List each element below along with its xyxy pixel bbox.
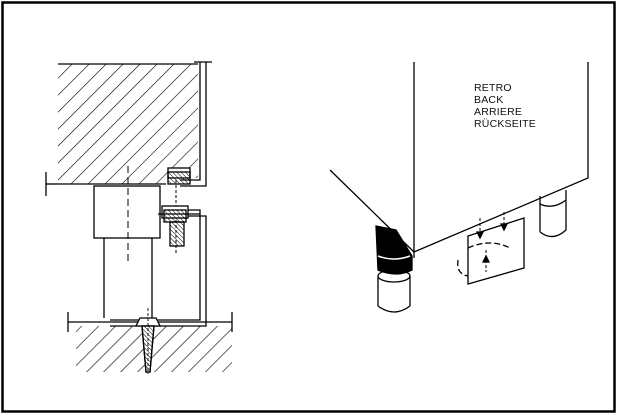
- perspective-view: [329, 62, 589, 313]
- front-foot-cap: [375, 225, 413, 275]
- label-retro: RETRO: [474, 82, 512, 94]
- foot-body: [93, 185, 161, 239]
- label-back: BACK: [474, 94, 504, 106]
- anchor-bracket-perspective: [467, 217, 525, 285]
- floor-section: [76, 326, 232, 372]
- appliance-body-section: [58, 64, 198, 184]
- anchor-bracket: [110, 209, 201, 321]
- anchor-screw: [134, 317, 162, 327]
- section-view: [45, 61, 233, 374]
- label-arriere: ARRIERE: [474, 106, 523, 118]
- label-ruckseite: RÜCKSEITE: [474, 118, 536, 130]
- appliance-body-perspective: [413, 62, 589, 253]
- rear-foot: [539, 229, 567, 238]
